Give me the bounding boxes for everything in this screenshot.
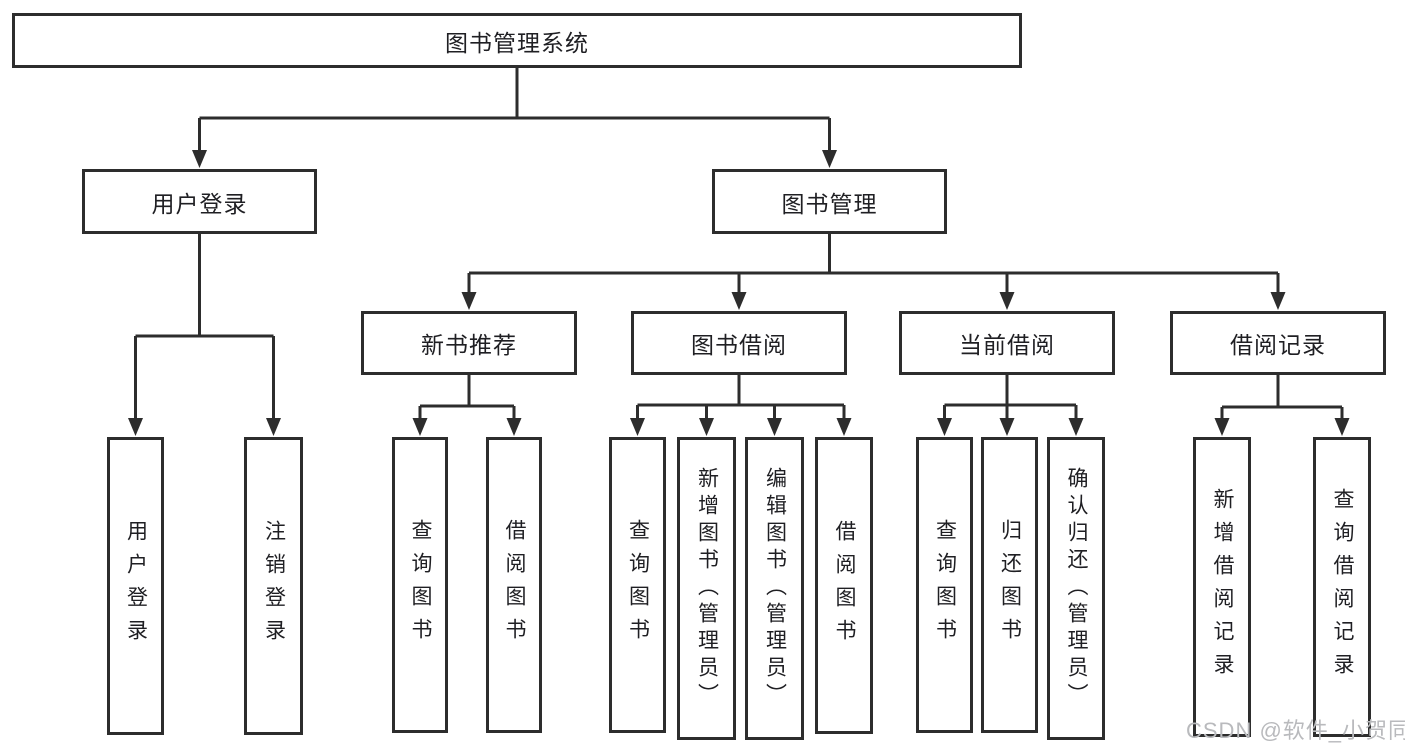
connector-user-login-to-children — [128, 234, 281, 436]
node-new-book-recommend: 新书推荐 — [361, 311, 577, 375]
node-book-borrowing-label: 图书借阅 — [691, 332, 787, 358]
node-new-book-recommend-label: 新书推荐 — [421, 332, 517, 358]
leaf-logout-login-label: 注销登录 — [262, 520, 286, 652]
leaf-query-borrow-record-label: 查询借阅记录 — [1331, 488, 1354, 686]
leaf-confirm-return-admin: 确认归还（管理员） — [1047, 437, 1105, 740]
connector-book-management-to-level3 — [461, 234, 1286, 310]
connector-borrowing-records-to-children — [1214, 375, 1350, 436]
leaf-add-borrow-record: 新增借阅记录 — [1193, 437, 1251, 737]
leaf-user-login-label: 用户登录 — [124, 520, 148, 652]
node-current-borrowing-label: 当前借阅 — [959, 332, 1055, 358]
leaf-borrow-books-recommend-label: 借阅图书 — [503, 519, 526, 651]
leaf-return-books: 归还图书 — [981, 437, 1038, 733]
csdn-watermark: CSDN @软件_小贺同学 — [1186, 718, 1405, 743]
leaf-borrow-books-borrowing: 借阅图书 — [815, 437, 873, 734]
node-book-management-label: 图书管理 — [781, 190, 878, 217]
leaf-confirm-return-admin-label: 确认归还（管理员） — [1065, 467, 1088, 710]
node-book-management-system-label: 图书管理系统 — [445, 29, 589, 56]
leaf-user-login: 用户登录 — [107, 437, 164, 735]
node-user-login-label: 用户登录 — [151, 190, 248, 217]
leaf-query-books-recommend: 查询图书 — [392, 437, 448, 733]
node-book-management: 图书管理 — [712, 169, 947, 234]
leaf-query-books-borrowing: 查询图书 — [609, 437, 666, 733]
leaf-add-book-admin: 新增图书（管理员） — [677, 437, 736, 740]
leaf-return-books-label: 归还图书 — [998, 519, 1022, 651]
connector-root-to-level2 — [192, 68, 837, 168]
leaf-add-book-admin-label: 新增图书（管理员） — [695, 467, 719, 710]
connector-current-borrowing-to-children — [937, 375, 1084, 436]
connector-new-book-recommend-to-children — [412, 375, 522, 436]
leaf-borrow-books-recommend: 借阅图书 — [486, 437, 542, 733]
connector-book-borrowing-to-children — [630, 375, 852, 436]
node-current-borrowing: 当前借阅 — [899, 311, 1115, 375]
leaf-query-borrow-record: 查询借阅记录 — [1313, 437, 1371, 737]
node-user-login: 用户登录 — [82, 169, 317, 234]
leaf-edit-book-admin: 编辑图书（管理员） — [745, 437, 804, 740]
leaf-borrow-books-borrowing-label: 借阅图书 — [833, 519, 856, 652]
leaf-query-books-borrowing-label: 查询图书 — [626, 519, 650, 651]
leaf-query-books-recommend-label: 查询图书 — [409, 519, 432, 651]
leaf-query-books-current-label: 查询图书 — [933, 519, 957, 651]
node-borrowing-records: 借阅记录 — [1170, 311, 1386, 375]
leaf-add-borrow-record-label: 新增借阅记录 — [1211, 488, 1234, 686]
leaf-query-books-current: 查询图书 — [916, 437, 973, 733]
node-borrowing-records-label: 借阅记录 — [1230, 332, 1326, 358]
node-book-borrowing: 图书借阅 — [631, 311, 847, 375]
leaf-edit-book-admin-label: 编辑图书（管理员） — [763, 467, 787, 710]
node-book-management-system: 图书管理系统 — [12, 13, 1022, 68]
leaf-logout-login: 注销登录 — [244, 437, 303, 735]
